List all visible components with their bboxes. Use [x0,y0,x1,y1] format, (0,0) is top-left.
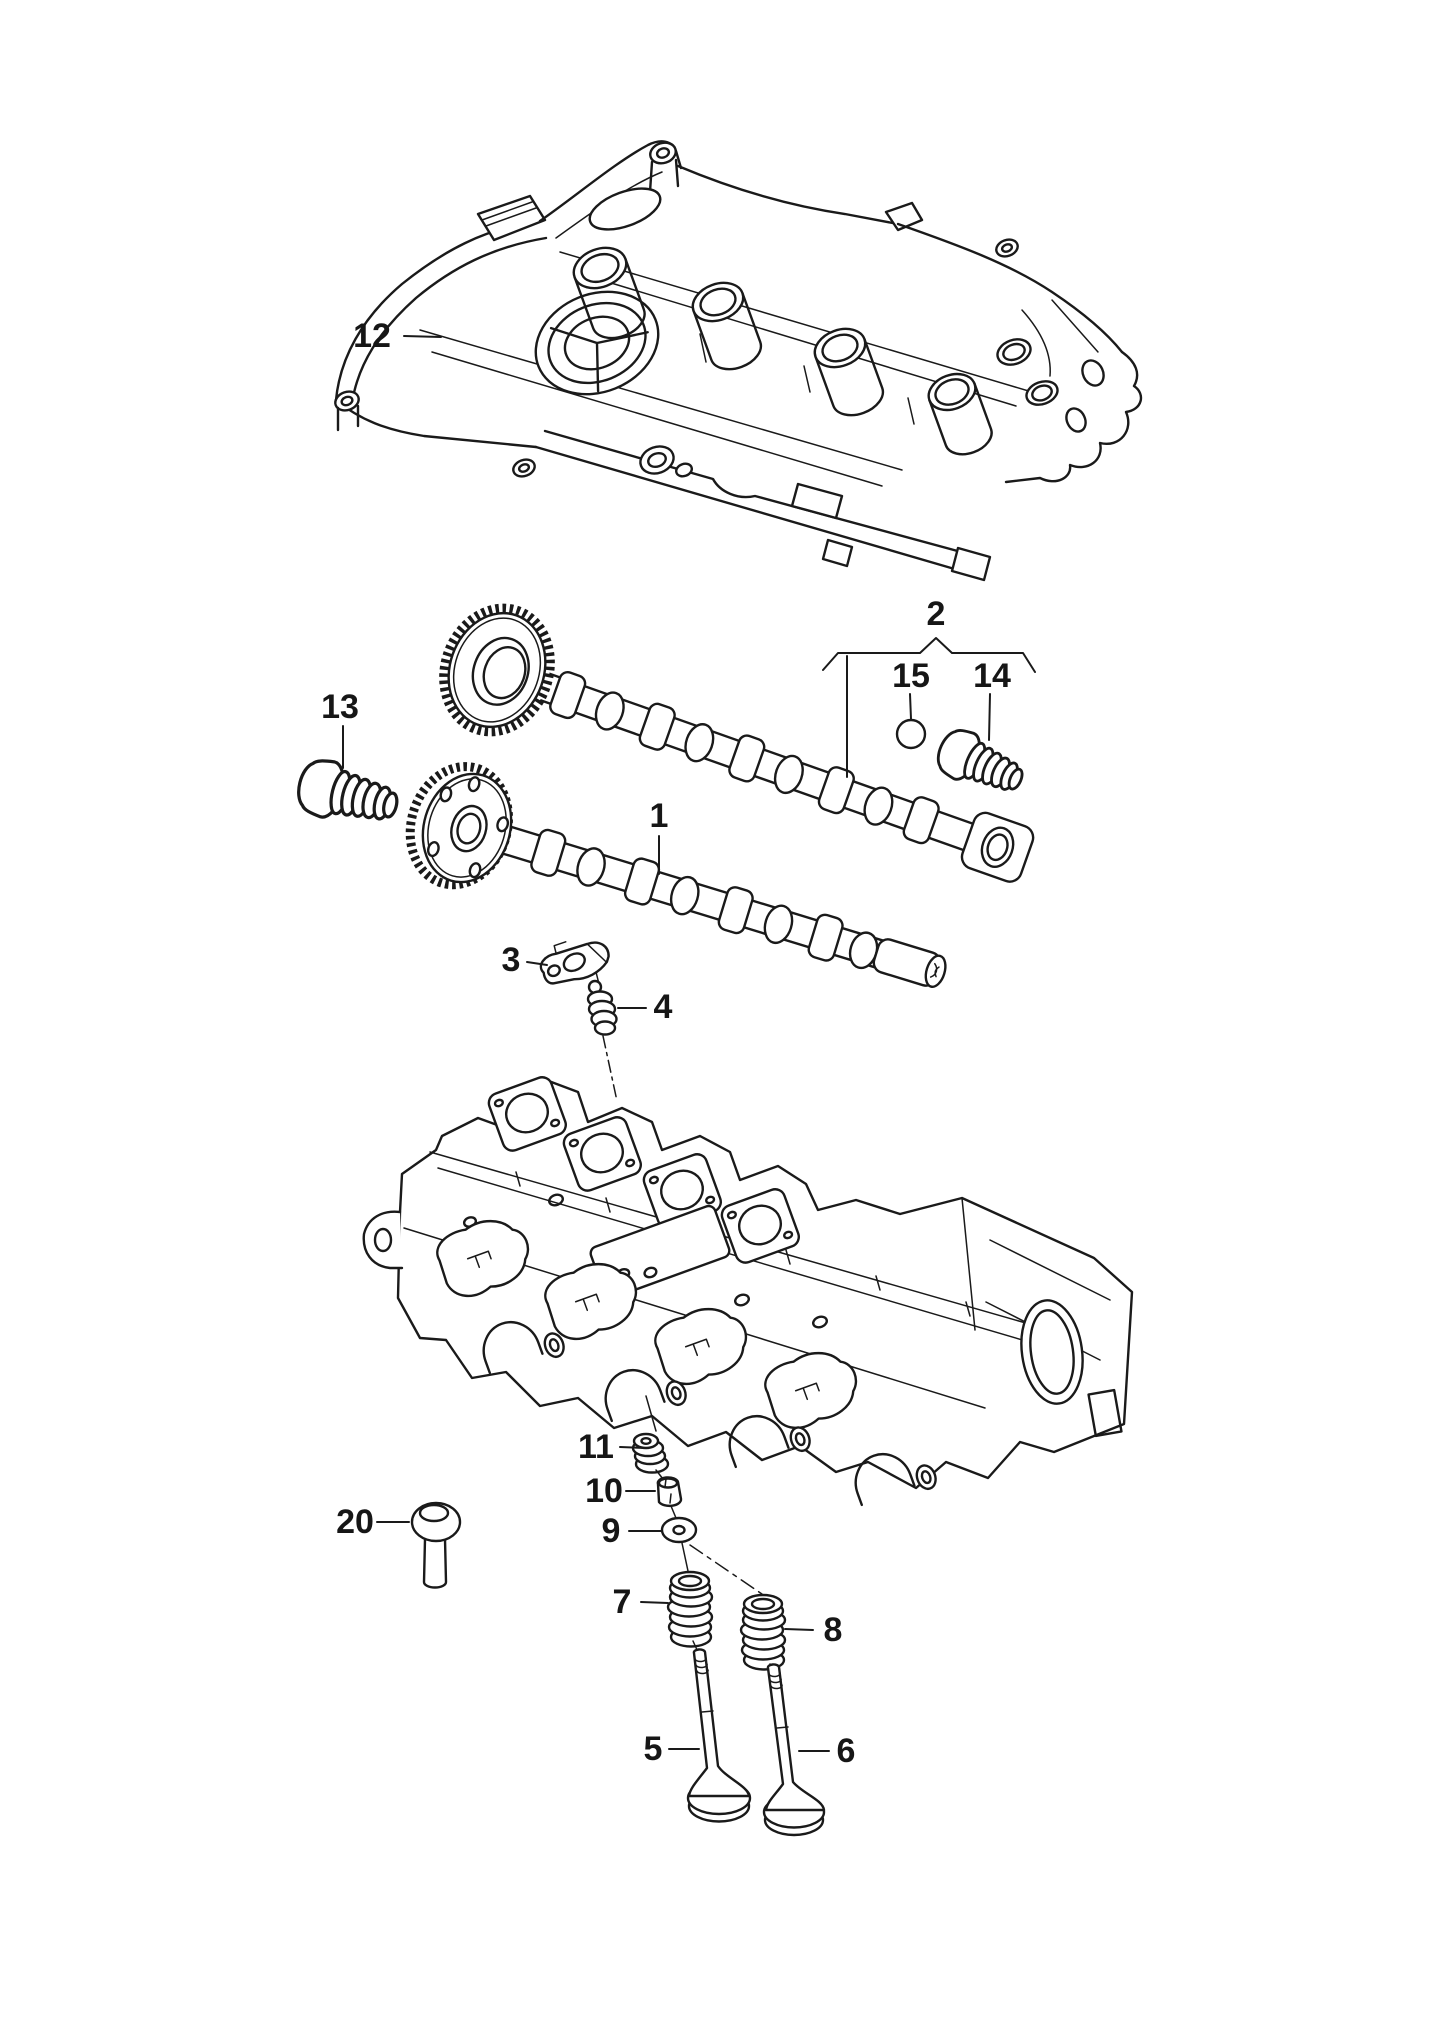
callout-5: 5 [644,1730,663,1768]
cylinder-head-drawing [362,1076,1134,1507]
callout-3: 3 [502,941,521,979]
screw-plug-14-drawing [929,721,1032,806]
callout-13: 13 [321,688,359,726]
cam-cover-drawing [334,140,1143,582]
screw-plug-13-drawing [291,753,405,836]
callout-2: 2 [927,595,946,633]
sealing-cap-15-drawing [895,718,927,750]
callout-15: 15 [892,657,930,695]
valve-cotters-drawing [656,1476,683,1508]
camshaft-upper-drawing [439,603,1035,883]
callout-labels: 12 2 15 14 13 1 3 4 11 10 9 20 7 8 5 6 [321,317,1011,1770]
callout-leaders [342,335,1036,1752]
valve-5-drawing [686,1648,752,1823]
callout-12: 12 [353,317,391,355]
valve-spring-8-drawing [739,1593,787,1671]
callout-14: 14 [973,657,1011,695]
callout-10: 10 [585,1472,623,1510]
callout-9: 9 [602,1512,621,1550]
callout-6: 6 [837,1732,856,1770]
callout-1: 1 [650,797,669,835]
valve-spring-7-drawing [666,1570,714,1648]
camshaft-lower-drawing [405,762,947,988]
callout-11: 11 [578,1428,614,1466]
callout-7: 7 [613,1583,632,1621]
valve-6-drawing [762,1663,826,1837]
callout-8: 8 [824,1611,843,1649]
rocker-arm-drawing [539,941,610,985]
callout-20: 20 [336,1503,374,1541]
tappet-drawing [586,979,618,1036]
bolt-drawing [410,1501,462,1589]
callout-4: 4 [654,988,673,1026]
valve-stem-seal-drawing [631,1432,670,1474]
spring-retainer-drawing [660,1516,698,1544]
